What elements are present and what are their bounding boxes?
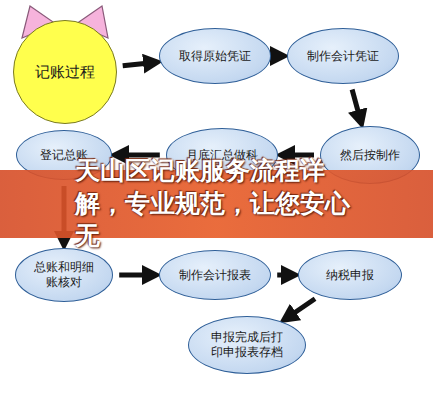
flow-arrow — [287, 299, 316, 318]
node-text-wrap: 然后按制作 — [340, 148, 400, 163]
process-ellipse: 取得原始凭证 — [159, 28, 271, 84]
node-text-wrap: 记账过程 — [35, 63, 95, 82]
node-text-wrap: 总账和明细账核对 — [33, 260, 95, 290]
node-text-wrap: 制作会计凭证 — [307, 49, 379, 64]
node-label: 申报完成后打印申报表存档 — [209, 330, 285, 360]
node-label: 制作会计报表 — [179, 268, 251, 283]
flow-arrow — [277, 54, 281, 59]
process-ellipse: 申报完成后打印申报表存档 — [188, 316, 306, 374]
flow-arrow — [277, 273, 292, 278]
process-ellipse: 纳税申报 — [298, 250, 402, 300]
node-text-wrap: 申报完成后打印申报表存档 — [209, 330, 285, 360]
node-label: 取得原始凭证 — [179, 49, 251, 64]
node-label: 然后按制作 — [340, 148, 400, 163]
title-banner: 天山区记账服务流程详解，专业规范，让您安心无 — [0, 170, 433, 238]
node-label: 总账和明细账核对 — [33, 260, 95, 290]
start-circle: 记账过程 — [13, 20, 117, 124]
flow-arrow — [119, 273, 153, 278]
node-label: 纳税申报 — [326, 268, 374, 283]
process-ellipse: 制作会计凭证 — [287, 28, 399, 84]
process-ellipse: 制作会计报表 — [159, 250, 271, 300]
node-text-wrap: 制作会计报表 — [179, 268, 251, 283]
node-text-wrap: 纳税申报 — [326, 268, 374, 283]
node-label: 记账过程 — [35, 63, 95, 82]
banner-title: 天山区记账服务流程详解，专业规范，让您安心无 — [75, 155, 358, 253]
flow-arrow — [123, 63, 154, 66]
process-ellipse: 总账和明细账核对 — [15, 248, 113, 302]
flow-arrow — [352, 90, 361, 121]
node-text-wrap: 取得原始凭证 — [179, 49, 251, 64]
node-label: 制作会计凭证 — [307, 49, 379, 64]
